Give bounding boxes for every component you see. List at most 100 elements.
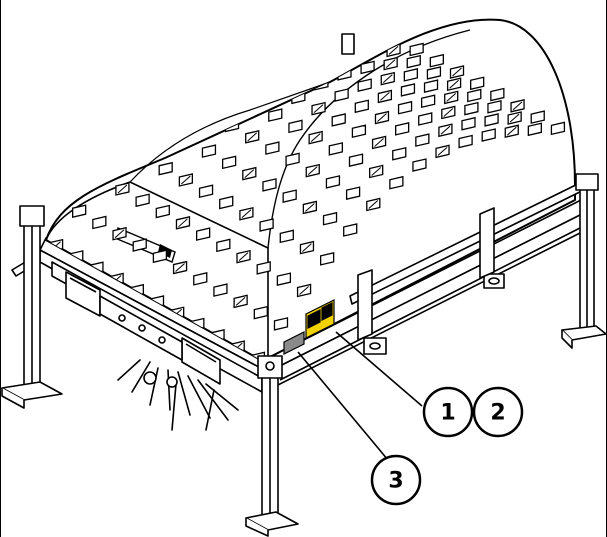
hood-opening-detail bbox=[506, 126, 517, 136]
hood-opening bbox=[406, 54, 421, 69]
hood-opening bbox=[458, 134, 473, 149]
hood-opening bbox=[345, 186, 361, 200]
hood-opening bbox=[348, 153, 364, 167]
hood-opening-detail bbox=[385, 59, 396, 68]
hood-opening bbox=[392, 146, 407, 161]
hood-opening bbox=[262, 178, 277, 192]
hood-opening-detail bbox=[299, 286, 309, 295]
leader-line-3 bbox=[297, 351, 389, 461]
hood-opening bbox=[72, 204, 87, 219]
hood-opening bbox=[484, 113, 499, 127]
hood-opening-detail bbox=[391, 33, 402, 43]
hood-opening bbox=[201, 144, 217, 158]
hood-opening bbox=[164, 84, 179, 99]
hood-opening bbox=[259, 218, 274, 232]
hood-opening bbox=[530, 110, 545, 124]
hood-opening-detail bbox=[241, 209, 252, 219]
hood-opening bbox=[400, 83, 416, 97]
hood-opening bbox=[464, 101, 479, 116]
hood-opening bbox=[184, 96, 199, 110]
hood-opening bbox=[279, 19, 295, 30]
hood-opening bbox=[204, 107, 219, 122]
hood-opening-detail bbox=[235, 297, 246, 306]
hood-opening bbox=[320, 38, 335, 52]
hood-opening bbox=[322, 22, 338, 37]
hood-opening bbox=[273, 54, 289, 69]
hood-opening bbox=[155, 204, 170, 219]
hood-opening bbox=[296, 44, 312, 59]
hood-opening-detail bbox=[256, 45, 266, 55]
hood-opening bbox=[253, 305, 268, 320]
hood-opening bbox=[233, 31, 248, 46]
hood-opening bbox=[470, 76, 485, 91]
front-drive-beam bbox=[11, 257, 263, 393]
hood-opening bbox=[161, 121, 176, 136]
hood-opening bbox=[230, 56, 245, 71]
hood-opening-detail bbox=[440, 125, 451, 135]
hood-opening-detail bbox=[382, 74, 393, 84]
hood-opening bbox=[253, 43, 269, 57]
hood-opening bbox=[334, 88, 349, 102]
hood-opening-detail bbox=[178, 218, 188, 228]
hood-opening bbox=[152, 249, 168, 264]
hood-opening bbox=[187, 63, 202, 77]
hood-opening bbox=[389, 31, 404, 45]
hood-opening-detail bbox=[388, 46, 399, 55]
hood-opening-detail bbox=[325, 25, 335, 35]
safety-labels bbox=[283, 299, 335, 355]
hood-opening bbox=[193, 272, 208, 286]
hood-opening bbox=[328, 142, 343, 156]
hood-opening-detail bbox=[371, 167, 382, 176]
hood-opening bbox=[196, 227, 211, 241]
hood-opening bbox=[213, 283, 228, 297]
hood-opening bbox=[271, 79, 286, 93]
leader-line-1-2 bbox=[335, 331, 423, 407]
hood-opening bbox=[395, 122, 410, 136]
hood-opening-detail bbox=[512, 101, 523, 111]
hood-opening bbox=[366, 32, 381, 46]
hood-opening-detail bbox=[114, 229, 125, 239]
hood-opening bbox=[250, 68, 266, 82]
hood-opening bbox=[426, 66, 442, 80]
hood-opening bbox=[481, 128, 496, 142]
hood-opening-detail bbox=[449, 79, 459, 89]
hood-opening-detail bbox=[443, 108, 454, 117]
hood-opening bbox=[302, 19, 318, 26]
hood-opening bbox=[265, 141, 280, 155]
hood-opening bbox=[351, 124, 367, 139]
hood-opening-detail bbox=[368, 200, 379, 209]
hood-opening-detail bbox=[181, 175, 191, 185]
hood-opening bbox=[487, 99, 502, 114]
hood-opening-detail bbox=[374, 138, 384, 147]
hood-opening bbox=[331, 113, 346, 127]
callout-leaders bbox=[297, 331, 423, 461]
hood-opening-detail bbox=[437, 147, 448, 156]
hood-opening bbox=[415, 133, 430, 147]
hood-opening bbox=[219, 195, 234, 210]
leg-rear-left bbox=[341, 33, 355, 55]
hood-opening bbox=[135, 193, 150, 208]
hood-opening-detail bbox=[175, 263, 185, 272]
hood-opening bbox=[369, 20, 384, 34]
hood-opening-detail bbox=[302, 243, 312, 252]
hood-opening bbox=[403, 68, 418, 82]
hood-opening bbox=[325, 175, 341, 189]
hood-opening bbox=[357, 78, 372, 92]
hood-opening-detail bbox=[446, 93, 457, 102]
callout-2: 2 bbox=[472, 386, 524, 438]
hood-opening bbox=[299, 26, 315, 41]
hood-opening-detail bbox=[117, 184, 128, 194]
hood-opening bbox=[409, 42, 424, 57]
hood-opening bbox=[221, 155, 237, 170]
hood-opening bbox=[256, 21, 271, 36]
hood-opening bbox=[389, 175, 404, 190]
hood-opening bbox=[423, 79, 439, 93]
hood-opening bbox=[132, 238, 147, 252]
rotor-tines bbox=[117, 359, 239, 431]
callout-2-label: 2 bbox=[490, 401, 505, 426]
hood-opening bbox=[412, 158, 427, 172]
hood-opening bbox=[118, 139, 133, 153]
hood-opening bbox=[256, 261, 271, 275]
hood-opening bbox=[198, 184, 214, 199]
